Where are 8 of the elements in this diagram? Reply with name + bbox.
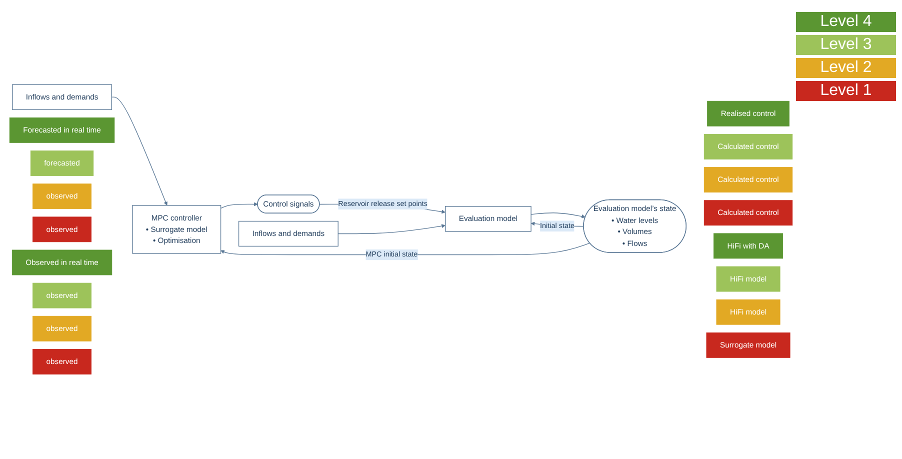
- legend-swatch: Level 1: [796, 81, 896, 101]
- legend-swatch: Level 4: [796, 12, 896, 32]
- legend-swatch: Level 2: [796, 58, 896, 78]
- arrow: [338, 224, 446, 234]
- arrow: [530, 212, 586, 218]
- arrow: [111, 96, 168, 206]
- legend-swatch: Level 3: [796, 35, 896, 55]
- arrow: [220, 202, 258, 209]
